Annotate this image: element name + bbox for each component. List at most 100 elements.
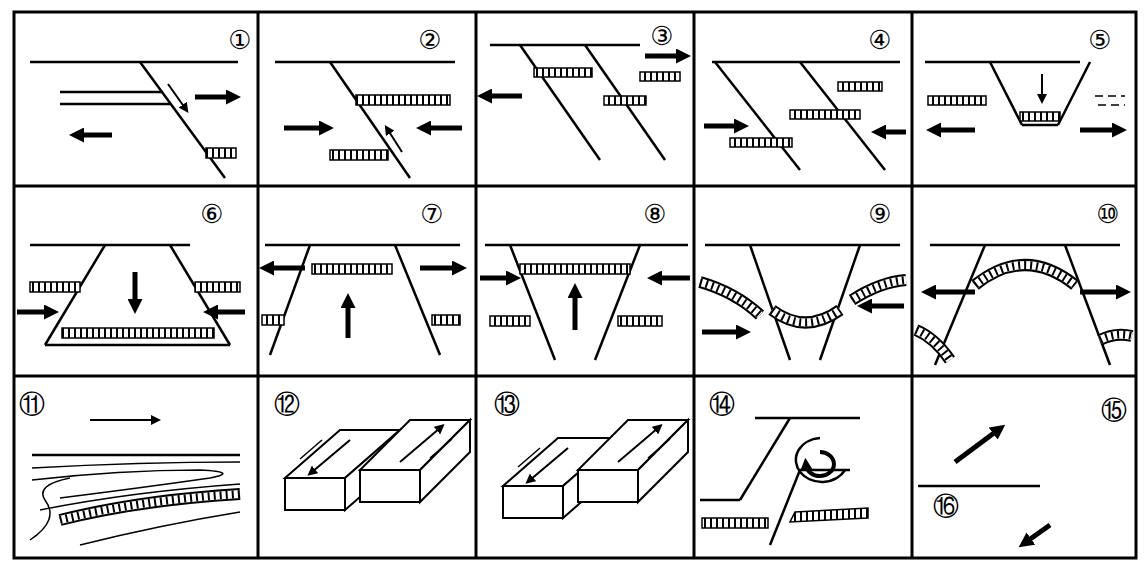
thrust-nappe — [80, 512, 240, 545]
step-faults — [490, 44, 640, 47]
step-faults — [640, 72, 680, 81]
horst — [268, 266, 305, 271]
thrust-nappe — [32, 454, 240, 457]
ramp-mountain — [595, 245, 640, 360]
strike-arrows — [918, 430, 1050, 542]
thrust-nappe — [32, 462, 240, 468]
rotational-fault — [806, 452, 834, 476]
anticline-horst — [916, 330, 950, 360]
ramp-mountain — [480, 276, 512, 281]
ramp-valley — [212, 310, 245, 315]
anticline-horst — [1100, 335, 1132, 340]
anticline-horst — [1100, 335, 1132, 340]
callout-number: ⑪ — [18, 390, 46, 418]
step-faults — [534, 68, 592, 77]
syncline-graben — [772, 310, 840, 323]
oblique-slip-blocks — [648, 439, 670, 458]
ramp-mountain — [520, 264, 630, 274]
anticline-horst — [1100, 335, 1132, 340]
ramp-valley — [45, 344, 230, 347]
horst — [265, 244, 460, 247]
strike-slip-blocks — [400, 428, 440, 462]
reverse-fault — [330, 150, 388, 160]
ramp-mountain — [573, 292, 578, 330]
ramp-valley — [195, 282, 240, 292]
horst — [312, 264, 392, 274]
syncline-graben — [700, 282, 760, 315]
syncline-graben — [702, 330, 742, 335]
anticline-horst — [975, 265, 1075, 285]
reverse-fault — [275, 61, 455, 64]
horst — [420, 266, 458, 271]
normal-fault — [30, 62, 238, 178]
step-faults — [645, 54, 682, 59]
step-faults — [520, 45, 600, 160]
syncline-graben — [700, 282, 760, 315]
normal-fault — [195, 95, 232, 100]
syncline-graben — [700, 282, 760, 315]
rotational-fault — [755, 417, 860, 420]
panel-grid — [14, 375, 1136, 378]
callout-number: ⑮ — [1100, 396, 1128, 424]
reverse-fault — [425, 126, 462, 131]
horst — [270, 245, 310, 355]
oblique-slip-blocks — [578, 470, 638, 502]
normal-fault — [78, 133, 112, 138]
strike-slip-blocks — [285, 420, 470, 510]
rotational-fault — [702, 518, 768, 528]
graben — [925, 62, 1125, 130]
strike-arrows — [1026, 525, 1050, 542]
ramp-valley — [133, 272, 138, 305]
ramp-mountain — [618, 316, 662, 326]
normal-fault — [168, 84, 185, 108]
graben — [928, 96, 986, 105]
oblique-slip-blocks — [518, 448, 540, 467]
normal-fault — [30, 61, 238, 64]
thrust-nappe — [30, 420, 240, 545]
anticline-horst — [930, 244, 1120, 247]
callout-number: ⑩ — [1095, 200, 1120, 228]
callout-number: ⑨ — [867, 200, 892, 228]
strike-slip-blocks — [285, 478, 345, 510]
rotational-fault — [700, 499, 740, 502]
anticline-horst — [930, 290, 975, 295]
graben — [1095, 95, 1125, 97]
anticline-horst — [975, 265, 1075, 285]
syncline-graben — [852, 280, 906, 300]
normal-fault — [140, 62, 225, 178]
imbricate-faults — [790, 110, 860, 119]
syncline-graben — [705, 244, 900, 247]
panel-grid — [475, 12, 478, 558]
strike-slip-blocks — [312, 440, 350, 472]
reverse-fault — [388, 130, 402, 152]
reverse-fault — [356, 95, 450, 105]
strike-slip-blocks — [430, 439, 452, 458]
panel-grid — [257, 12, 260, 558]
rotational-fault — [796, 438, 845, 482]
callout-number: ⑤ — [1087, 26, 1112, 54]
step-faults — [585, 45, 665, 160]
panel-grid — [14, 12, 1136, 558]
anticline-horst — [916, 245, 1132, 365]
thrust-nappe — [90, 419, 155, 421]
imbricate-faults — [704, 62, 906, 170]
horst — [346, 302, 351, 338]
panel-grid — [14, 185, 1136, 188]
graben — [1080, 128, 1118, 133]
callout-number: ⑭ — [708, 390, 736, 418]
callout-number: ⑬ — [493, 390, 521, 418]
thrust-nappe — [30, 478, 70, 540]
ramp-valley — [30, 244, 190, 247]
syncline-graben — [772, 310, 840, 323]
syncline-graben — [866, 304, 904, 309]
step-faults — [486, 45, 682, 160]
callout-number: ⑯ — [932, 492, 960, 520]
rotational-fault — [790, 508, 868, 522]
callout-number: ④ — [867, 26, 892, 54]
horst — [262, 315, 284, 325]
anticline-horst — [916, 330, 950, 360]
horst — [432, 315, 460, 325]
syncline-graben — [750, 245, 790, 360]
imbricate-faults — [704, 124, 740, 129]
